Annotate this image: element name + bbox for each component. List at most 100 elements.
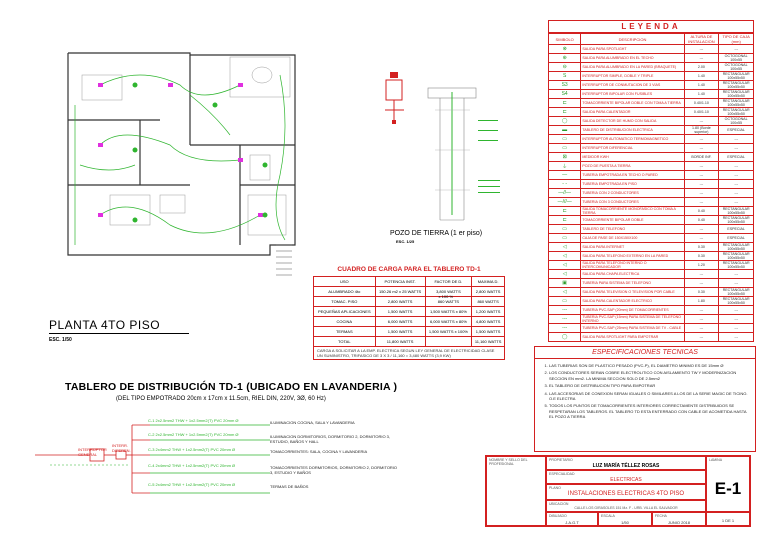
legend-row: ◁SALIDA PARA TELEVISION O TELEVISION POR… (547, 287, 754, 297)
load-cell: ALUMBRADO 4to (313, 286, 376, 297)
tb-date: FECHA JUNIO 2018 (652, 512, 706, 526)
legend-symbol: ⊠ (547, 152, 582, 162)
legend-height: 0.30 (683, 242, 720, 252)
legend-height: 2.00 (683, 62, 720, 72)
legend-description: SALIDA PARA TELEFONO INTERNO O INTERCOMU… (580, 260, 685, 270)
legend-height: --- (683, 53, 720, 63)
legend-height: --- (683, 233, 720, 243)
legend-box: RECTANGULAR 100x55x50 (718, 98, 754, 108)
load-cell: 6,000 WATTS x 80% (424, 316, 473, 327)
load-cell: 1,500 WATTS (374, 326, 426, 337)
legend-box: --- (718, 332, 754, 342)
tb-owner: PROPIETARIO LUZ MARÍA TÉLLEZ ROSAS (546, 456, 706, 470)
legend-description: TOMACORRIENTE BIPOLAR DOBLE CON TOMA A T… (580, 98, 685, 108)
load-cell: 1,500 WATTS (471, 326, 505, 337)
legend-description: TUBERIA PVC-SAP (20mm) DE TOMACORRIENTES (580, 305, 685, 315)
legend-symbol: --- (547, 305, 582, 315)
pozo-title: POZO DE TIERRA (1 er piso) (390, 230, 483, 237)
legend-symbol: ◯ (547, 116, 582, 126)
load-cell: 11,160 WATTS (471, 336, 505, 347)
legend-box: OCTOGONAL 100x55 (718, 62, 754, 72)
specification-item: LAS ACCESORIAS DE CONEXION SERAN IGUALES… (549, 391, 751, 402)
tablero-diagram (35, 424, 270, 494)
load-factor-note: x 100 % (438, 294, 453, 299)
legend-row: ▭INTERRUPTOR DIFERENCIAL------ (547, 143, 754, 153)
legend-row: —///—TUBERIA CON 3 CONDUCTORES------ (547, 197, 754, 207)
legend-row: ◯SALIDA DETECTOR DE HUMO CON SALIDA---OC… (547, 116, 754, 126)
plan-scale: ESC. 1/50 (49, 337, 72, 343)
legend-symbol: ⊏ (547, 107, 582, 117)
legend-height: --- (683, 332, 720, 342)
legend-box: ESPECIAL (718, 233, 754, 243)
legend-box: RECTANGULAR 100x55x50 (718, 89, 754, 99)
legend-height: --- (683, 170, 720, 180)
tb-scale-label: ESCALA (601, 514, 615, 518)
legend-height: 1.40 (683, 80, 720, 90)
tb-drawn-value: J.A.G.T (565, 520, 579, 525)
specification-item: TODOS LOS PUNTOS DE TOMACORRIENTES INTER… (549, 403, 751, 419)
legend-symbol: ◁ (547, 242, 582, 252)
load-header-max: MAXIMA D. (471, 276, 505, 287)
legend-description: TABLERO DE DISTRIBUCION ELECTRICA (580, 125, 685, 135)
legend-box: --- (718, 278, 754, 288)
load-cell: 860 WATTS (471, 296, 505, 307)
load-cell: 1,200 WATTS (471, 306, 505, 317)
legend-row: —//—TUBERIA CON 2 CONDUCTORES------ (547, 188, 754, 198)
legend-box: --- (718, 134, 754, 144)
legend-box: --- (718, 314, 754, 324)
legend-box: OCTOGONAL 100x55 (718, 116, 754, 126)
load-cell: 11,800 WATTS (374, 336, 426, 347)
legend-box: RECTANGULAR 100x55x50 (718, 251, 754, 261)
specifications-panel: ESPECIFICACIONES TECNICAS LAS TUBERIAS S… (534, 346, 756, 452)
legend-symbol: ▬ (547, 125, 582, 135)
legend-height: 1.80 (683, 296, 720, 306)
load-cell: 6,000 WATTS (374, 316, 426, 327)
legend-row: ◁SALIDA PARA CHAPA ELECTRICA------ (547, 269, 754, 279)
load-cell (424, 336, 473, 347)
plan-title: PLANTA 4TO PISO (49, 318, 161, 332)
tb-location-label: UBICACION (549, 502, 569, 506)
legend-symbol: ◯ (547, 332, 582, 342)
circuit-wire-label: C-1 2x2.5mm2 THW + 1x2.5mm2(T) PVC 20mm … (148, 418, 239, 423)
legend-height: --- (683, 305, 720, 315)
legend-symbol: ⊕ (547, 53, 582, 63)
legend-header-description: DESCRIPCION (580, 33, 685, 45)
legend-symbol: --- (547, 323, 582, 333)
legend-row: ◯SALIDA PARA SPOTLIGHT PARA EMPOTRAR----… (547, 332, 754, 342)
legend-height: 0.30 (683, 251, 720, 261)
legend-height: 0.40/1.10 (683, 98, 720, 108)
pozo-scale: ESC. 1/25 (396, 239, 415, 244)
tb-plan-label: PLANO (549, 486, 561, 490)
tablero-title: TABLERO DE DISTRIBUCIÓN TD-1 (UBICADO EN… (65, 381, 398, 393)
legend-description: TUBERIA CON 2 CONDUCTORES (580, 188, 685, 198)
legend-box: --- (718, 197, 754, 207)
legend-row: ---TUBERIA PVC-SAP (20mm) DE TOMACORRIEN… (547, 305, 754, 315)
legend-description: SALIDA PARA SPOTLIGHT (580, 44, 685, 54)
tb-professional-label: NOMBRE Y SELLO DEL PROFESIONAL (489, 458, 528, 466)
legend-description: CAJA DE PASE DE 150X150X100 (580, 233, 685, 243)
legend-description: INTERRUPTOR DE CONMUTACION DE 3 VIAS (580, 80, 685, 90)
legend-symbol: --- (547, 314, 582, 324)
legend-box: --- (718, 179, 754, 189)
legend-height: --- (683, 197, 720, 207)
legend-row: ◁SALIDA PARA TELEFONO INTERNO O INTERCOM… (547, 260, 754, 270)
legend-box: --- (718, 143, 754, 153)
legend-box: --- (718, 188, 754, 198)
legend-symbol: ▭ (547, 224, 582, 234)
legend-height: --- (683, 143, 720, 153)
legend-description: TUBERIA PVC-SAP (15mm) PARA SISTEMA DE T… (580, 314, 685, 324)
legend-height: 0.30 (683, 287, 720, 297)
load-cell: 1,500 WATTS x 80% (424, 306, 473, 317)
legend-title: LEYENDA (548, 20, 754, 33)
legend-height: --- (683, 314, 720, 324)
